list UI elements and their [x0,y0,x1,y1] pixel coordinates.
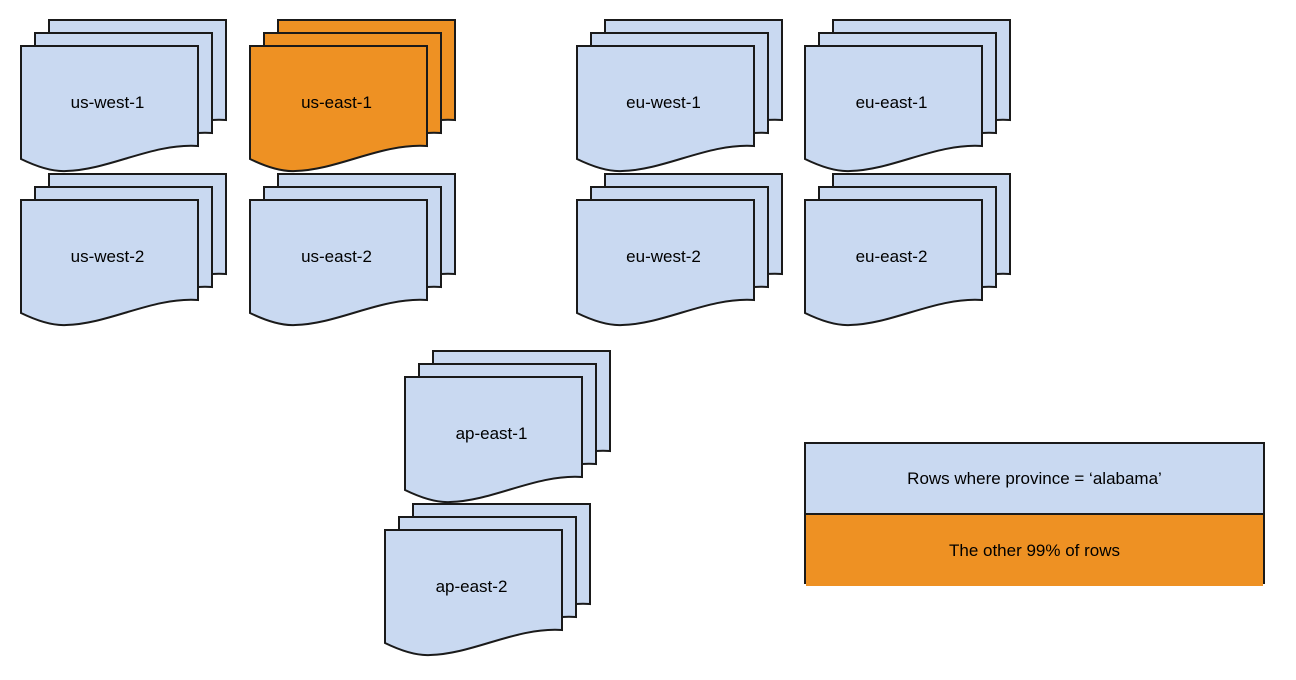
legend-label: The other 99% of rows [948,540,1121,560]
document-stack-ap-east-1[interactable]: ap-east-1 [403,349,611,504]
document-stack-eu-west-1[interactable]: eu-west-1 [575,18,783,173]
legend: Rows where province = ‘alabama’ The other… [804,442,1265,586]
document-stack-us-east-2[interactable]: us-east-2 [248,172,456,327]
document-sheet-front [249,199,428,327]
document-sheet-front [20,199,199,327]
document-sheet-front [384,529,563,657]
document-stack-shape [804,173,1011,327]
legend-label: Rows where province = ‘alabama’ [907,468,1162,488]
document-stack-us-east-1[interactable]: us-east-1 [248,18,456,173]
document-sheet-front [804,45,983,173]
document-stack-eu-west-2[interactable]: eu-west-2 [575,172,783,327]
document-stack-ap-east-2[interactable]: ap-east-2 [383,502,591,657]
document-stack-eu-east-1[interactable]: eu-east-1 [803,18,1011,173]
document-stack-shape [576,173,783,327]
document-sheet-front [404,376,583,504]
document-sheet-front [20,45,199,173]
document-stack-shape [804,19,1011,173]
legend-row-orange: The other 99% of rows [806,515,1263,586]
document-sheet-front [249,45,428,173]
document-stack-us-west-2[interactable]: us-west-2 [19,172,227,327]
document-stack-shape [249,19,456,173]
document-stack-shape [249,173,456,327]
document-stack-shape [404,350,611,504]
document-stack-shape [576,19,783,173]
document-sheet-front [576,199,755,327]
document-stack-shape [20,173,227,327]
document-stack-eu-east-2[interactable]: eu-east-2 [803,172,1011,327]
document-stack-shape [20,19,227,173]
document-stack-us-west-1[interactable]: us-west-1 [19,18,227,173]
legend-row-blue: Rows where province = ‘alabama’ [806,444,1263,515]
document-sheet-front [804,199,983,327]
document-sheet-front [576,45,755,173]
document-stack-shape [384,503,591,657]
